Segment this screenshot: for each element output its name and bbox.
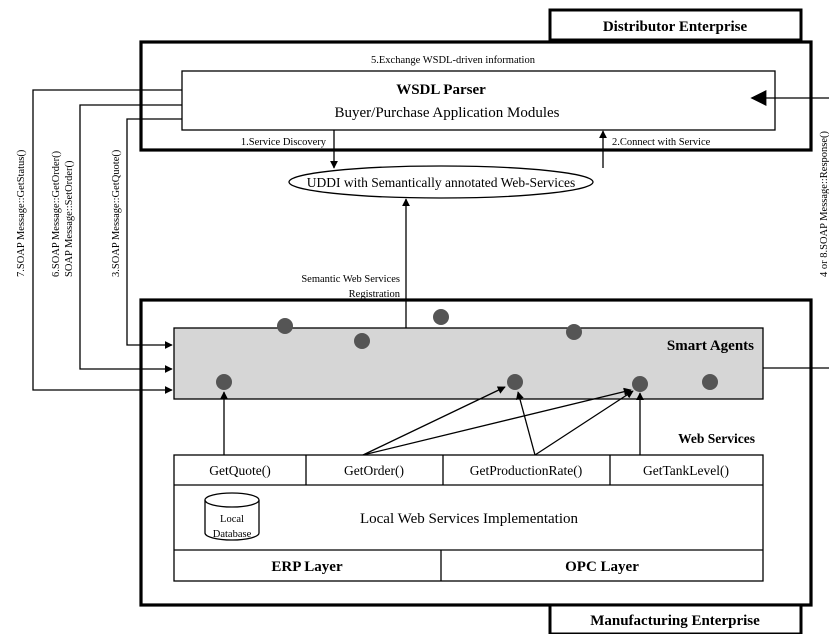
agent-dot [566,324,582,340]
uddi-registry [288,165,594,199]
web-services-label: Web Services [678,431,755,446]
agent-dot [433,309,449,325]
service-discovery-label: 1.Service Discovery [241,137,327,148]
getorder-agent-arrow-1 [362,386,506,456]
soap-getstatus-label: 7.SOAP Message::GetStatus() [16,149,27,277]
wsdl-parser-subtitle: Buyer/Purchase Application Modules [335,105,560,121]
smart-agents-label: Smart Agents [667,338,754,354]
service-gettanklevel: GetTankLevel() [643,463,729,478]
service-getquote: GetQuote() [209,463,270,478]
manufacturing-enterprise-frame [139,298,813,607]
local-database-label-line1: Local [220,514,244,525]
soap-getorder-line [79,104,182,373]
wsdl-parser-box [181,70,776,131]
local-database-label-line2: Database [213,529,252,540]
local-implementation-label: Local Web Services Implementation [360,511,579,527]
agent-dot [632,376,648,392]
uddi-registry-label: UDDI with Semantically annotated Web-Ser… [307,175,576,190]
erp-layer-label: ERP Layer [271,559,343,575]
registration-label-line2: Registration [349,289,401,300]
soap-getquote-label: 3.SOAP Message::GetQuote() [111,149,122,277]
distributor-enterprise-tab [548,8,803,42]
getorder-agent-arrow-2 [362,387,632,456]
agent-dot [277,318,293,334]
smart-agents-band [173,327,764,400]
database-icon [204,492,260,541]
exchange-wsdl-note: 5.Exchange WSDL-driven information [371,55,536,66]
service-getorder: GetOrder() [344,463,404,478]
registration-label-line1: Semantic Web Services [301,274,400,285]
agent-dot [216,374,232,390]
soap-getquote-line [126,118,182,349]
manufacturing-enterprise-label: Manufacturing Enterprise [590,613,760,629]
agent-dot [702,374,718,390]
productionrate-agent-arrow-2 [534,390,634,456]
soap-setorder-label: SOAP Message::SetOrder() [64,160,75,277]
distributor-enterprise-label: Distributor Enterprise [603,19,748,35]
wsdl-parser-title: WSDL Parser [396,82,486,98]
services-table [173,454,764,582]
agent-dot [354,333,370,349]
service-getproductionrate: GetProductionRate() [470,463,582,478]
connect-service-label: 2.Connect with Service [612,137,711,148]
soap-response-label: 4 or 8.SOAP Message::Response() [819,130,829,277]
soap-getorder-label: 6.SOAP Message::GetOrder() [51,150,62,277]
opc-layer-label: OPC Layer [565,559,639,575]
distributor-enterprise-frame [139,40,813,152]
agent-dot [507,374,523,390]
soap-getstatus-line [32,89,182,394]
productionrate-agent-arrow-1 [516,391,536,456]
manufacturing-enterprise-tab [548,603,803,634]
